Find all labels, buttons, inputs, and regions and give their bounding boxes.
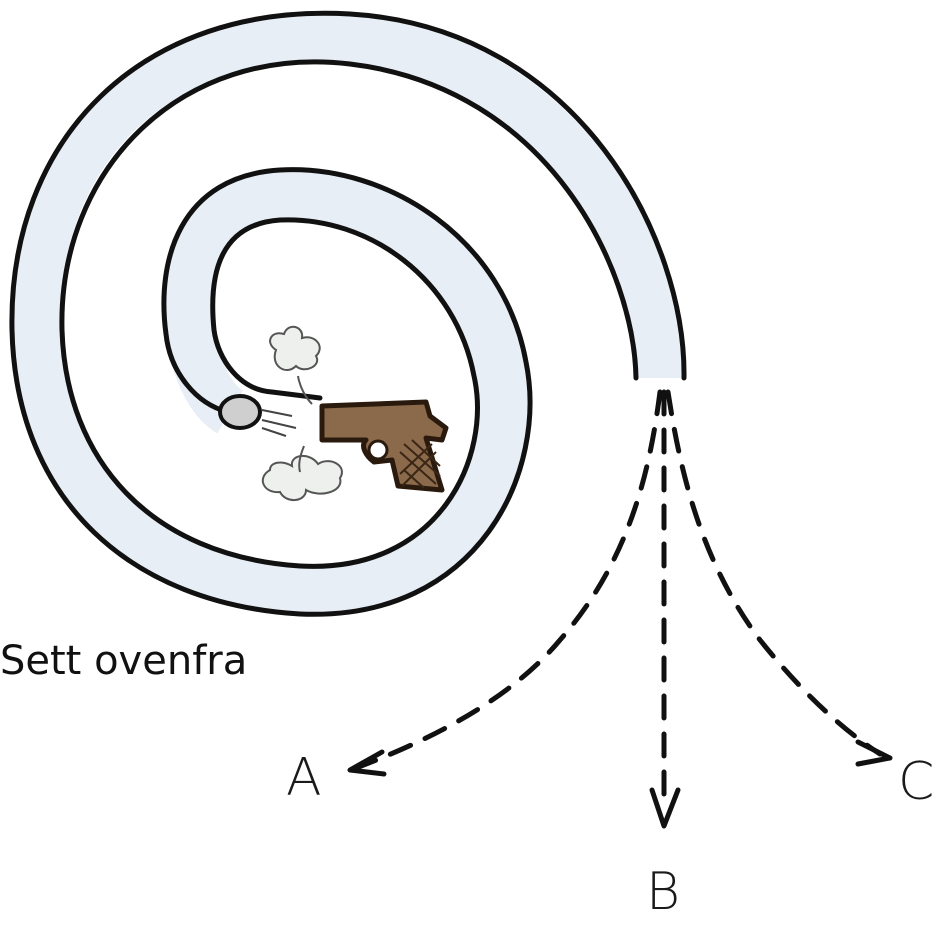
arrowhead-a [350, 752, 384, 774]
path-label-c: C [898, 756, 934, 808]
ball [220, 396, 296, 436]
spiral-tube [12, 13, 684, 614]
path-label-b: B [646, 866, 680, 918]
arrowheads [350, 742, 890, 826]
trajectory-c [668, 392, 880, 754]
path-label-a: A [286, 752, 322, 804]
view-caption: Sett ovenfra [0, 638, 247, 684]
tube-fill [36, 37, 660, 591]
